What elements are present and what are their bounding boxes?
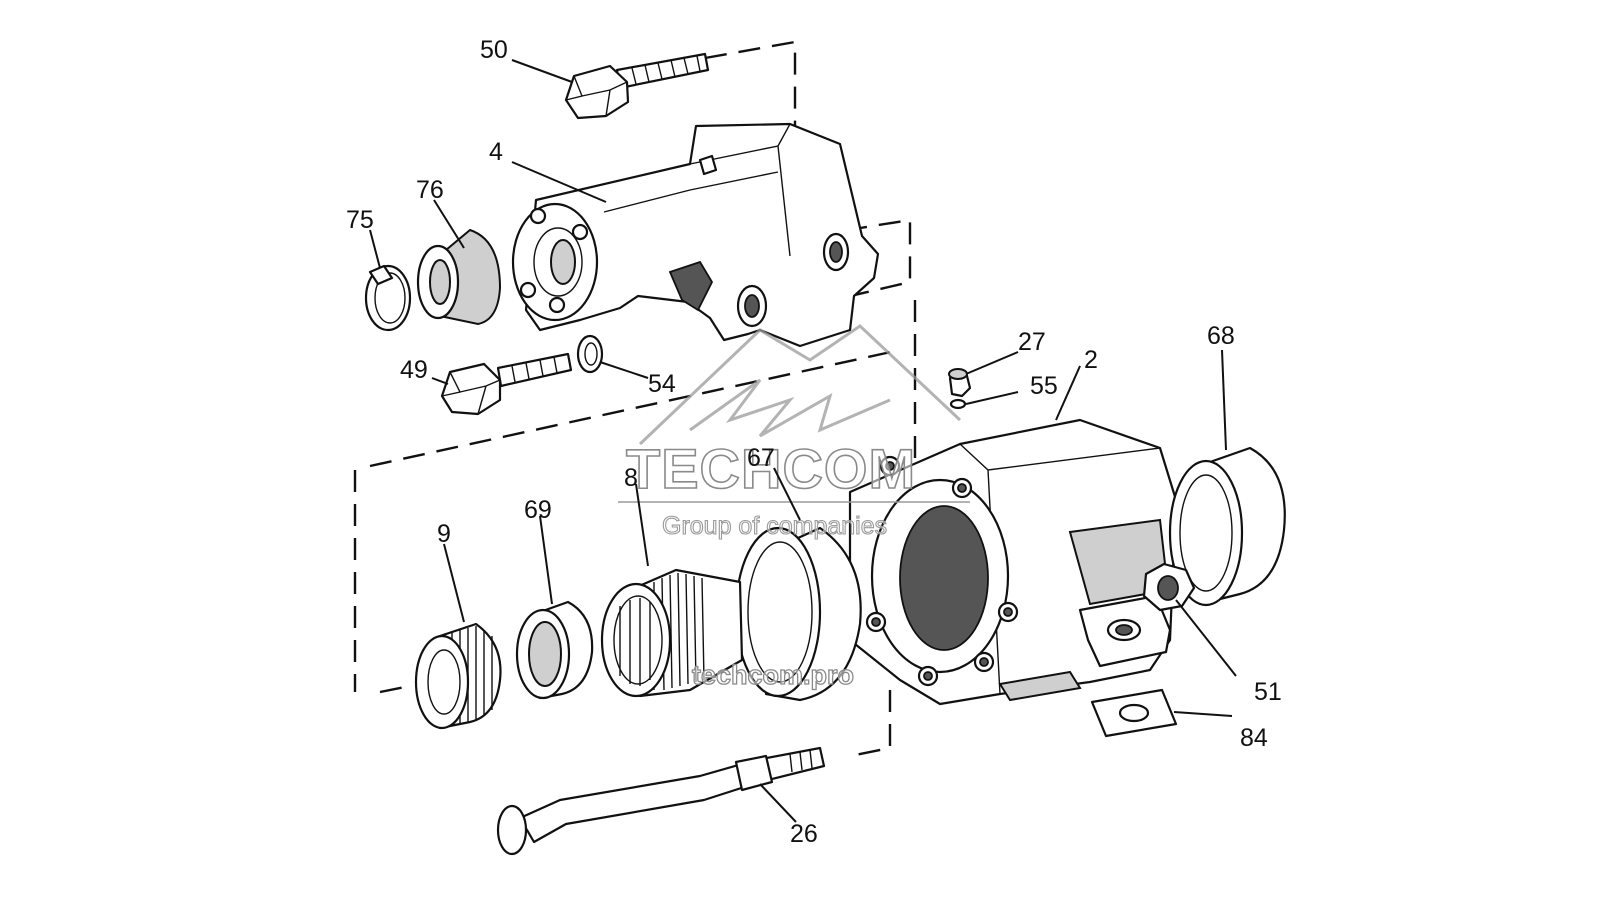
part-54-washer xyxy=(576,334,604,374)
part-50-bolt xyxy=(564,52,710,120)
part-26-shaft xyxy=(496,746,826,856)
part-69-bearing-ring xyxy=(515,600,594,700)
callout-27: 27 xyxy=(1018,328,1046,356)
callout-51: 51 xyxy=(1254,678,1282,706)
callout-55: 55 xyxy=(1030,372,1058,400)
mountain-logo-icon xyxy=(638,324,962,446)
watermark-tagline: Group of companies xyxy=(662,512,887,540)
callout-54: 54 xyxy=(648,370,676,398)
callout-76: 76 xyxy=(416,176,444,204)
callout-69: 69 xyxy=(524,496,552,524)
watermark: TECHCOM Group of companies techcom.pro xyxy=(618,324,970,691)
part-76-cone-seal xyxy=(416,228,502,326)
callout-50: 50 xyxy=(480,36,508,64)
part-68-ring xyxy=(1168,446,1286,607)
callout-labels: 50 4 76 75 49 54 27 55 2 68 67 8 69 9 51… xyxy=(346,36,1282,848)
callout-4: 4 xyxy=(489,138,503,166)
part-4-upper-housing xyxy=(511,122,880,348)
part-51-nut xyxy=(1142,562,1196,612)
callout-2: 2 xyxy=(1084,346,1098,374)
part-27-plug xyxy=(948,368,972,398)
watermark-brand: TECHCOM xyxy=(626,437,916,500)
part-84-gasket xyxy=(1090,688,1178,738)
part-49-bolt xyxy=(440,352,573,416)
part-2-main-housing xyxy=(848,418,1178,706)
part-55-washer xyxy=(949,398,967,410)
callout-84: 84 xyxy=(1240,724,1268,752)
leader-lines xyxy=(369,59,1237,823)
part-75-clamp xyxy=(364,264,412,332)
part-8-splined-sleeve xyxy=(600,568,744,698)
callout-9: 9 xyxy=(437,520,451,548)
callout-68: 68 xyxy=(1207,322,1235,350)
part-9-gear xyxy=(414,622,502,730)
watermark-url: techcom.pro xyxy=(692,660,854,690)
callout-49: 49 xyxy=(400,356,428,384)
callout-75: 75 xyxy=(346,206,374,234)
callout-26: 26 xyxy=(790,820,818,848)
callout-67: 67 xyxy=(747,444,775,472)
callout-8: 8 xyxy=(624,464,638,492)
part-67-large-ring xyxy=(734,526,862,702)
